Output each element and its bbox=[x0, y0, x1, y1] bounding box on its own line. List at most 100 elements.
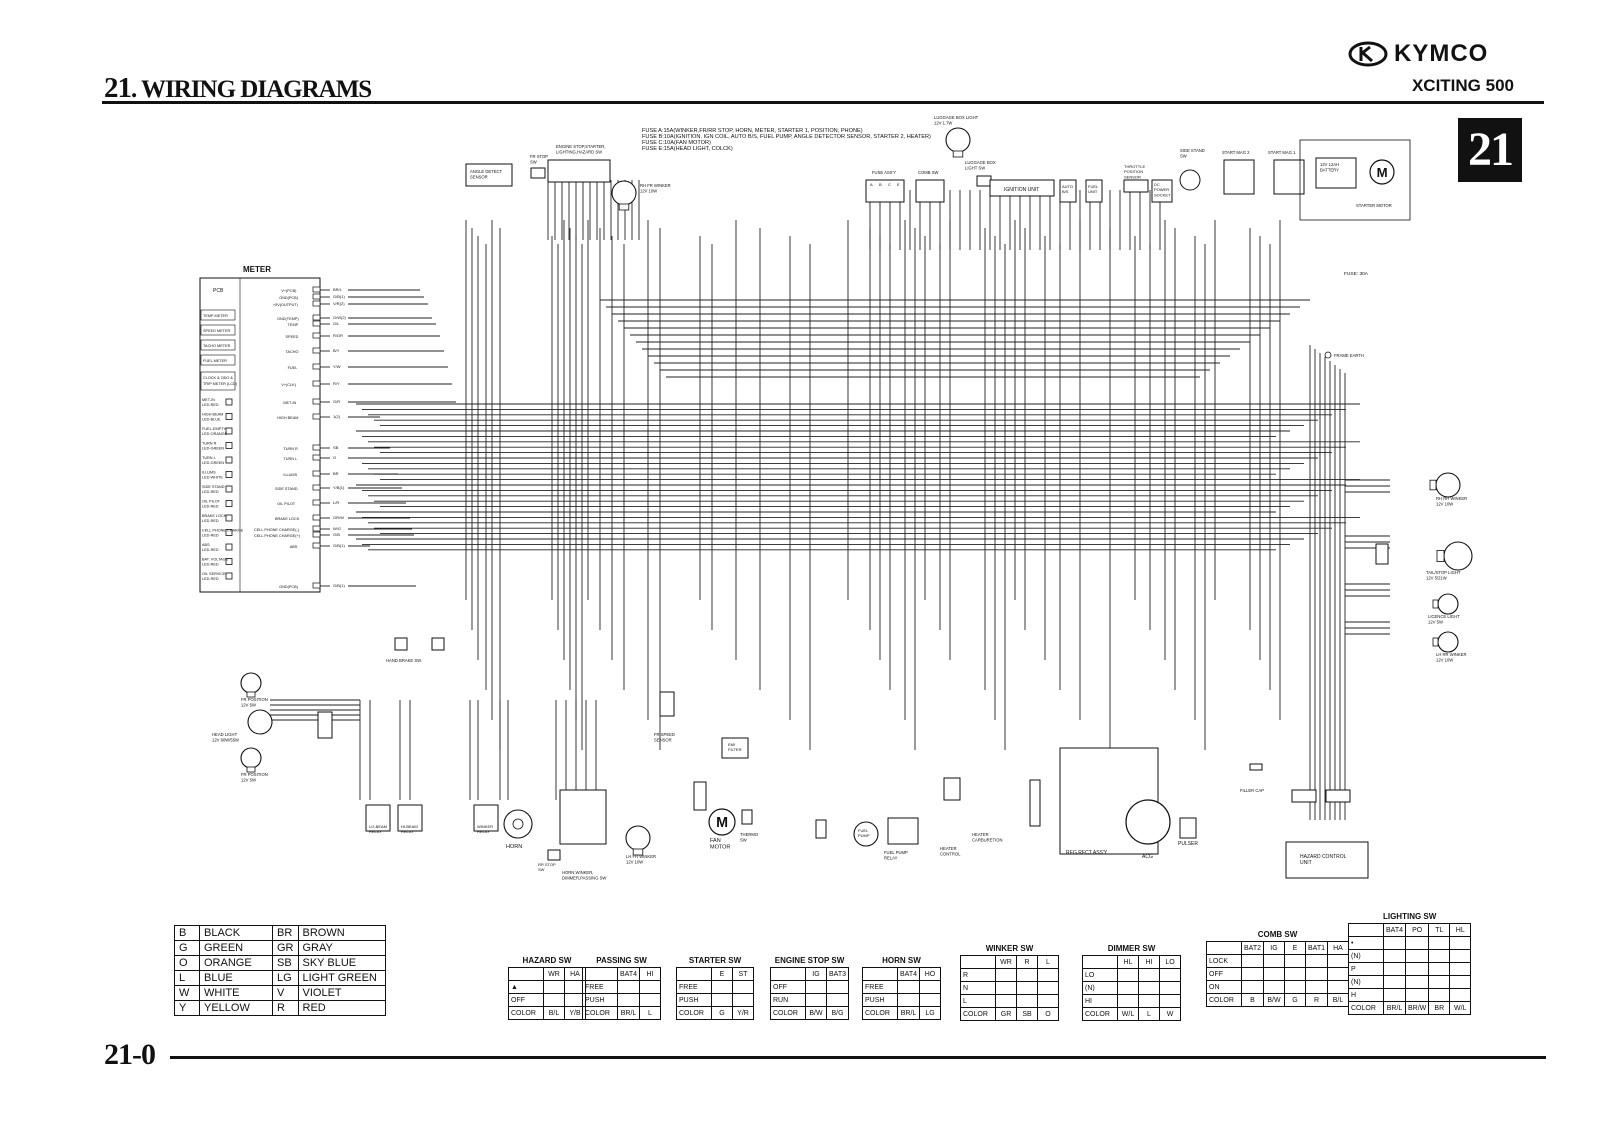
led-icon bbox=[225, 471, 233, 478]
component-label: FR POSITION bbox=[241, 772, 268, 777]
switch-cell: O bbox=[1037, 1007, 1059, 1021]
component-label: LUGGAGE BOX LIGHT bbox=[934, 115, 979, 120]
meter-led-label: SIDE STAND bbox=[202, 485, 225, 489]
meter-gauge-label: TEMP METER bbox=[203, 314, 228, 318]
switch-cell bbox=[1159, 994, 1181, 1008]
switch-cell: G bbox=[1284, 993, 1306, 1007]
component-label: FUEL PUMP bbox=[884, 850, 908, 855]
switch-terminal-header: BAT4 bbox=[617, 967, 640, 981]
switch-terminal-header: R bbox=[1016, 955, 1038, 969]
wire-color-label: V/R(2) bbox=[333, 301, 345, 306]
meter-pin-label: TURN L bbox=[283, 457, 297, 461]
wire-color-label: R/GR bbox=[333, 333, 343, 338]
switch-cell bbox=[805, 993, 827, 1007]
meter-pin-label: ABS bbox=[290, 545, 298, 549]
switch-position: COLOR bbox=[582, 1006, 618, 1020]
thermo-unit bbox=[693, 781, 707, 811]
switch-terminal-header bbox=[960, 955, 996, 969]
wire-code: G bbox=[174, 940, 200, 956]
switch-terminal-header: BAT4 bbox=[897, 967, 920, 981]
switch-cell: B bbox=[1241, 993, 1264, 1007]
meter-led-label: HIGH BEAM bbox=[202, 413, 223, 417]
component-label: FR SPEED bbox=[654, 732, 675, 737]
component-label: 12V 60W/55W bbox=[212, 737, 239, 742]
switch-terminal-header: HI bbox=[639, 967, 661, 981]
fuse-notes: FUSE A:15A(WINKER,FR/RR STOP, HORN, METE… bbox=[642, 128, 931, 152]
chapter-badge: 21 bbox=[1458, 118, 1522, 182]
switch-position: COLOR bbox=[676, 1006, 712, 1020]
meter-pin-label: GND(PCB) bbox=[279, 296, 299, 300]
component-label: UNIT bbox=[1088, 189, 1098, 194]
component-label: RELAY bbox=[884, 855, 898, 860]
wire-color-label: G/L bbox=[333, 321, 340, 326]
meter-led-label: ILLUMS bbox=[202, 471, 216, 475]
switch-cell: W/L bbox=[1117, 1007, 1139, 1021]
wire-code: Y bbox=[174, 1000, 200, 1016]
component-label: FILLER CAP bbox=[1240, 788, 1264, 793]
switch-position: PUSH bbox=[676, 993, 712, 1007]
handlebar-switch bbox=[547, 159, 611, 183]
component-label: STARTER MOTOR bbox=[1356, 203, 1392, 208]
switch-cell bbox=[1241, 980, 1264, 994]
pulser bbox=[1179, 817, 1197, 839]
led-icon bbox=[225, 485, 233, 493]
wire-color-label: GR/W bbox=[333, 515, 344, 520]
switch-cell bbox=[617, 980, 640, 994]
component-label: TAIL/STOP LIGHT bbox=[1426, 570, 1461, 575]
switch-cell bbox=[1117, 981, 1139, 995]
switch-cell bbox=[1305, 980, 1328, 994]
component-label: DIMMER,PASSING SW bbox=[562, 875, 606, 880]
switch-cell bbox=[897, 993, 920, 1007]
component-label: COMB SW bbox=[918, 170, 939, 175]
switch-cell bbox=[1241, 967, 1264, 981]
component-label: WINKER bbox=[477, 824, 493, 829]
switch-table-title: WINKER SW bbox=[985, 944, 1034, 953]
component-label: FAN bbox=[710, 838, 721, 844]
meter-led-label: LED-GREEN bbox=[202, 461, 224, 465]
meter-gauge-label: TACHO METER bbox=[203, 344, 231, 348]
component-label: LICENCE LIGHT bbox=[1428, 614, 1460, 619]
meter-gauge-label: SPEED METER bbox=[203, 329, 230, 333]
component-label: LO-BEAM bbox=[369, 824, 387, 829]
component-label: HORN bbox=[506, 844, 522, 850]
throttle-position-sensor bbox=[1123, 179, 1149, 193]
switch-cell bbox=[919, 993, 941, 1007]
connector-b bbox=[1325, 789, 1351, 803]
rr-stop-sw bbox=[547, 849, 561, 861]
filler-cap-icon bbox=[1249, 763, 1263, 771]
component-label: 12V 12AH bbox=[1320, 162, 1339, 167]
component-label: HI-BEAM bbox=[401, 824, 418, 829]
switch-cell bbox=[826, 993, 849, 1007]
switch-cell bbox=[1428, 936, 1451, 950]
switch-terminal-header bbox=[582, 967, 618, 981]
switch-cell bbox=[1284, 980, 1306, 994]
switch-cell: W/L bbox=[1449, 1001, 1472, 1015]
meter-led-label: LED-RED bbox=[202, 505, 219, 509]
switch-position: (N) bbox=[1082, 981, 1118, 995]
wire-code: B bbox=[174, 925, 200, 941]
component-label: HORN,WINKER, bbox=[562, 870, 593, 875]
component-label: 12V 10W bbox=[1436, 657, 1453, 662]
switch-cell bbox=[1428, 962, 1451, 976]
component-label: LUGGAGE BOX bbox=[965, 160, 996, 165]
switch-cell bbox=[995, 968, 1017, 982]
meter-pcb-label: PCB bbox=[213, 288, 224, 294]
led-icon bbox=[225, 398, 233, 406]
switch-terminal-header: ST bbox=[732, 967, 754, 981]
wire-color-label: L/R bbox=[333, 500, 339, 505]
switch-position: ▲ bbox=[508, 980, 544, 994]
switch-cell bbox=[1449, 949, 1472, 963]
switch-terminal-header: TL bbox=[1428, 923, 1451, 937]
switch-terminal-header: HL bbox=[1117, 955, 1139, 969]
brand-logo: KYMCO bbox=[1348, 40, 1488, 68]
meter-gauge-label: TRIP METER (LCD) bbox=[203, 382, 238, 386]
switch-cell bbox=[1404, 988, 1430, 1002]
rear-connector bbox=[1375, 543, 1389, 565]
luggage-box-light-sw bbox=[976, 175, 992, 187]
connector-a bbox=[1291, 789, 1317, 803]
chapter-title-text: . WIRING DIAGRAMS bbox=[131, 76, 372, 103]
